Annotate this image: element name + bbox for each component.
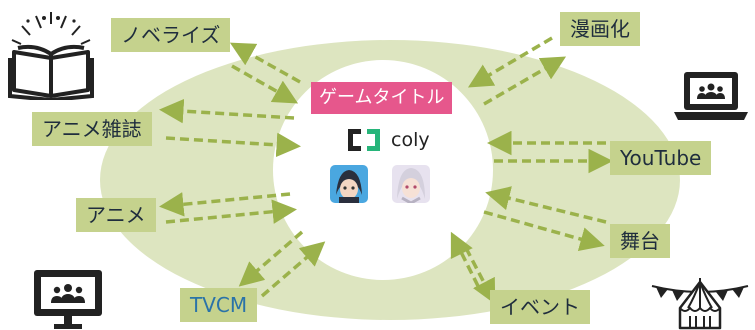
- coly-logo-text: coly: [391, 129, 430, 151]
- arrow-anime-out: [159, 192, 291, 217]
- arrow-stage-in: [485, 186, 607, 224]
- arrow-novelize-out: [229, 42, 301, 84]
- laptop-users-icon: [674, 72, 748, 120]
- arrow-anime-magazine-out: [159, 98, 295, 124]
- arrow-event-out: [464, 247, 496, 305]
- coly-logo: coly: [347, 128, 430, 152]
- node-stage: 舞台: [610, 224, 670, 258]
- avatar-boy-icon: [330, 165, 368, 203]
- arrow-tvcm-in: [260, 241, 326, 298]
- coly-logo-icon: [348, 129, 380, 151]
- arrow-tvcm-out: [238, 230, 304, 287]
- arrow-anime-magazine-in: [165, 132, 301, 158]
- arrow-anime-in: [165, 199, 297, 224]
- arrow-manga-out: [483, 56, 567, 106]
- node-novelize: ノベライズ: [111, 18, 231, 52]
- book-icon: [8, 12, 94, 100]
- node-manga: 漫画化: [560, 12, 640, 46]
- arrow-manga-in: [467, 36, 553, 88]
- game-title-label: ゲームタイトル: [311, 82, 453, 114]
- node-event: イベント: [490, 290, 590, 324]
- node-tvcm: TVCM: [180, 288, 258, 322]
- avatar-silver-hair-icon: [392, 165, 430, 203]
- node-anime: アニメ: [76, 198, 156, 232]
- circus-tent-icon: [651, 278, 749, 330]
- center-circle: [273, 60, 493, 280]
- node-anime-magazine: アニメ雑誌: [32, 112, 152, 146]
- arrow-stage-out: [483, 210, 605, 252]
- arrow-novelize-in: [231, 64, 299, 104]
- node-youtube: YouTube: [610, 141, 712, 175]
- monitor-users-icon: [34, 270, 102, 329]
